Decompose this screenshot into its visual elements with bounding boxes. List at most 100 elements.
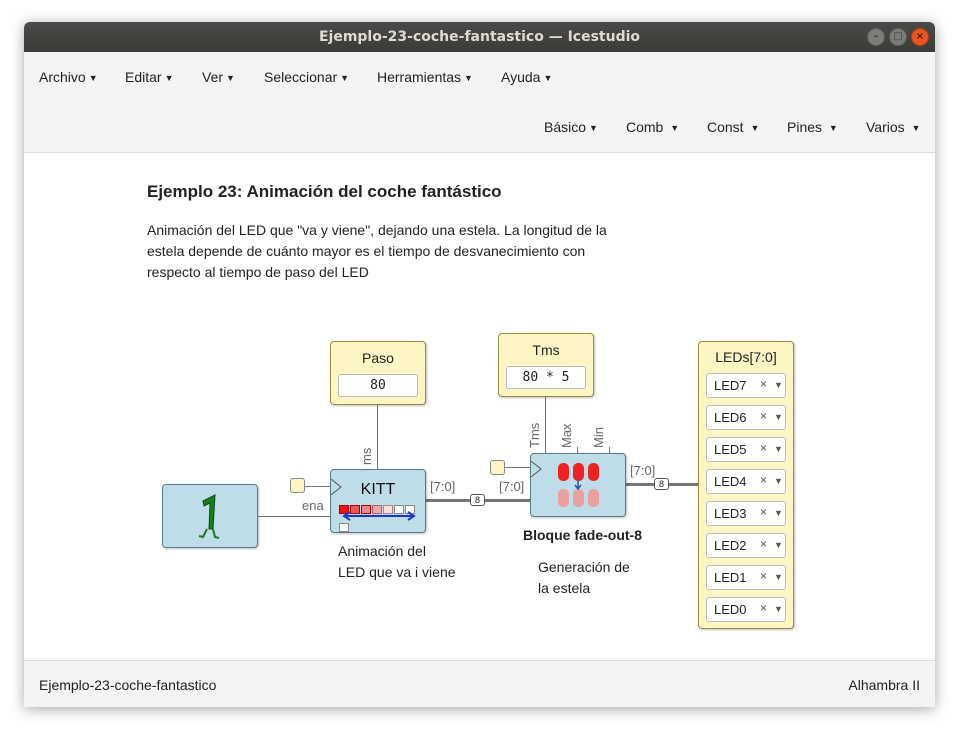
menu-varios[interactable]: Varios ▼ xyxy=(866,119,920,135)
wire-clk1 xyxy=(305,486,331,487)
chevron-down-icon[interactable]: ▼ xyxy=(774,444,783,454)
port-ms: ms xyxy=(359,447,374,465)
chevron-down-icon: ▼ xyxy=(670,123,680,133)
wire-ena xyxy=(257,516,331,517)
chevron-down-icon: ▼ xyxy=(226,73,235,83)
chevron-down-icon[interactable]: ▼ xyxy=(774,604,783,614)
remove-icon[interactable]: × xyxy=(760,569,768,583)
maximize-icon[interactable]: □ xyxy=(889,28,907,46)
clock-triangle-icon xyxy=(531,461,542,477)
bus-width-badge: 8 xyxy=(470,494,485,506)
const-paso-title: Paso xyxy=(362,350,394,366)
led-select-led4[interactable]: LED4 × ▼ xyxy=(706,469,786,494)
port-ena: ena xyxy=(302,498,324,513)
leds-icon xyxy=(558,463,599,507)
remove-icon[interactable]: × xyxy=(760,601,768,615)
menu-label: Seleccionar xyxy=(264,69,338,85)
status-board-name[interactable]: Alhambra II xyxy=(848,677,920,693)
const-tms-value[interactable]: 80 * 5 xyxy=(506,366,586,389)
leds-title: LEDs[7:0] xyxy=(715,349,777,365)
clock-input-fade[interactable] xyxy=(490,460,505,475)
remove-icon[interactable]: × xyxy=(760,409,768,423)
one-icon xyxy=(198,494,220,539)
blocks-menu: Básico▼ Comb ▼ Const ▼ Pines ▼ Varios ▼ xyxy=(24,119,935,139)
led-select-led1[interactable]: LED1 × ▼ xyxy=(706,565,786,590)
wire-tms xyxy=(545,395,546,453)
led-label: LED2 xyxy=(714,538,747,553)
chevron-down-icon: ▼ xyxy=(464,73,473,83)
status-project-name: Ejemplo-23-coche-fantastico xyxy=(39,677,217,693)
led-select-led6[interactable]: LED6 × ▼ xyxy=(706,405,786,430)
chevron-down-icon[interactable]: ▼ xyxy=(774,540,783,550)
led-label: LED1 xyxy=(714,570,747,585)
menu-label: Comb xyxy=(626,119,664,135)
chevron-down-icon[interactable]: ▼ xyxy=(774,476,783,486)
fade-out-block[interactable] xyxy=(530,453,626,517)
close-icon[interactable]: × xyxy=(911,28,929,46)
fade-in-label: [7:0] xyxy=(499,479,525,494)
menu-bar: Archivo▼ Editar▼ Ver▼ Seleccionar▼ Herra… xyxy=(24,52,935,153)
menu-basico[interactable]: Básico▼ xyxy=(544,119,598,135)
menu-ayuda[interactable]: Ayuda▼ xyxy=(501,69,552,85)
const-paso-value[interactable]: 80 xyxy=(338,374,418,397)
leds-output-block[interactable]: LEDs[7:0] LED7 × ▼ LED6 × ▼ LED5 × ▼ LED4 × ▼ LE… xyxy=(698,341,794,629)
kitt-out-label: [7:0] xyxy=(430,479,456,494)
led-select-led3[interactable]: LED3×▼ xyxy=(706,501,786,526)
const-paso-block[interactable]: Paso 80 xyxy=(330,341,426,405)
chevron-down-icon: ▼ xyxy=(911,123,921,133)
menu-label: Herramientas xyxy=(377,69,462,85)
doc-heading: Ejemplo 23: Animación del coche fantásti… xyxy=(147,182,502,201)
menu-label: Pines xyxy=(787,119,823,135)
kitt-block[interactable]: KITT xyxy=(330,469,426,533)
menu-label: Ayuda xyxy=(501,69,541,85)
const-one-block[interactable] xyxy=(162,484,258,548)
window-controls: –□× xyxy=(863,28,929,46)
canvas[interactable]: Ejemplo 23: Animación del coche fantásti… xyxy=(24,153,935,660)
fade-caption-line: Generación de xyxy=(538,559,630,575)
led-label: LED4 xyxy=(714,474,747,489)
led-select-led2[interactable]: LED2 × ▼ xyxy=(706,533,786,558)
chevron-down-icon[interactable]: ▼ xyxy=(774,508,783,518)
led-label: LED6 xyxy=(714,410,747,425)
fade-out-label: [7:0] xyxy=(630,463,656,478)
wire-max xyxy=(577,447,578,453)
minimize-icon[interactable]: – xyxy=(867,28,885,46)
remove-icon[interactable]: × xyxy=(760,441,768,455)
menu-editar[interactable]: Editar▼ xyxy=(125,69,174,85)
chevron-down-icon: ▼ xyxy=(164,73,174,83)
chevron-down-icon[interactable]: ▼ xyxy=(774,572,783,582)
chevron-down-icon[interactable]: ▼ xyxy=(774,380,783,390)
remove-icon[interactable]: × xyxy=(760,537,768,551)
menu-pines[interactable]: Pines ▼ xyxy=(787,119,838,135)
const-tms-block[interactable]: Tms 80 * 5 xyxy=(498,333,594,397)
menu-comb[interactable]: Comb ▼ xyxy=(626,119,679,135)
chevron-down-icon[interactable]: ▼ xyxy=(774,412,783,422)
port-min: Min xyxy=(591,427,606,448)
app-window: Ejemplo-23-coche-fantastico — Icestudio … xyxy=(24,22,935,707)
led-label: LED5 xyxy=(714,442,747,457)
double-arrow-icon xyxy=(342,511,416,521)
menu-ver[interactable]: Ver▼ xyxy=(202,69,235,85)
kitt-led-bar xyxy=(339,501,425,532)
led-label: LED7 xyxy=(714,378,747,393)
led-select-led5[interactable]: LED5 × ▼ xyxy=(706,437,786,462)
menu-label: Varios xyxy=(866,119,905,135)
menu-const[interactable]: Const ▼ xyxy=(707,119,759,135)
remove-icon[interactable]: × xyxy=(760,505,768,519)
menu-herramientas[interactable]: Herramientas▼ xyxy=(377,69,473,85)
menu-seleccionar[interactable]: Seleccionar▼ xyxy=(264,69,349,85)
title-bar: Ejemplo-23-coche-fantastico — Icestudio … xyxy=(24,22,935,52)
chevron-down-icon: ▼ xyxy=(340,73,350,83)
led-select-led7[interactable]: LED7 × ▼ xyxy=(706,373,786,398)
clock-triangle-icon xyxy=(331,479,342,495)
clock-input-kitt[interactable] xyxy=(290,478,305,493)
chevron-down-icon: ▼ xyxy=(750,123,760,133)
led-select-led0[interactable]: LED0×▼ xyxy=(706,597,786,622)
menu-label: Editar xyxy=(125,69,162,85)
remove-icon[interactable]: × xyxy=(760,377,768,391)
chevron-down-icon: ▼ xyxy=(543,73,553,83)
remove-icon[interactable]: × xyxy=(760,473,768,487)
menu-archivo[interactable]: Archivo▼ xyxy=(39,69,98,85)
